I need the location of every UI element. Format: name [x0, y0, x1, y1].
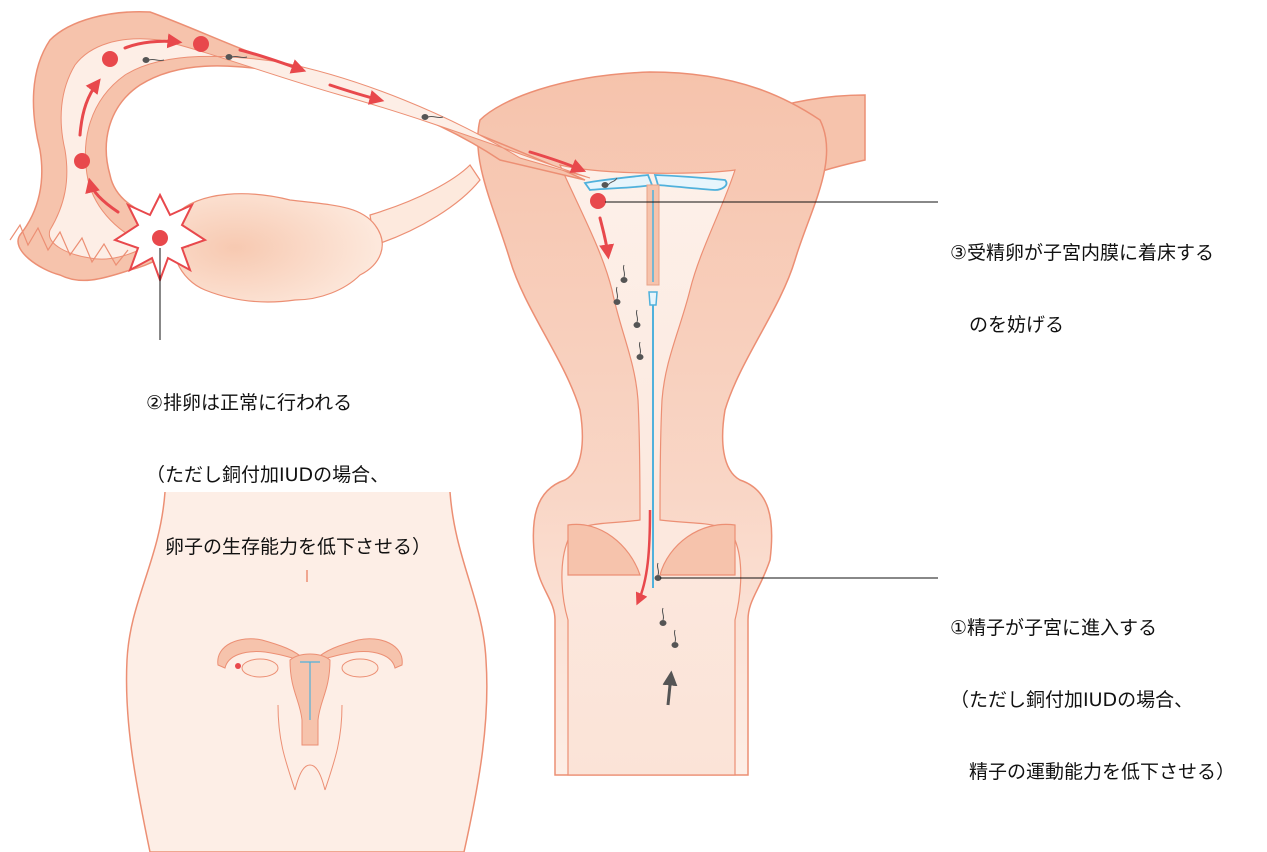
egg-icon: [590, 193, 606, 209]
egg-icon: [152, 230, 168, 246]
callout-sperm-entry: ①精子が子宮に進入する （ただし銅付加IUDの場合、 精子の運動能力を低下させる…: [950, 568, 1235, 808]
egg-icon: [193, 36, 209, 52]
ovary: [172, 194, 382, 302]
callout-implantation-line2: のを妨げる: [950, 313, 1214, 337]
callout-sperm-entry-line3: 精子の運動能力を低下させる）: [950, 760, 1235, 784]
callout-ovulation-line1: ②排卵は正常に行われる: [146, 391, 431, 415]
left-adnexa: [10, 12, 590, 302]
callout-ovulation-line3: 卵子の生存能力を低下させる）: [146, 535, 431, 559]
callout-sperm-entry-line2: （ただし銅付加IUDの場合、: [950, 688, 1235, 712]
callout-sperm-entry-line1: ①精子が子宮に進入する: [950, 616, 1235, 640]
callout-implantation: ③受精卵が子宮内膜に着床する のを妨げる: [950, 193, 1214, 361]
callout-implantation-line1: ③受精卵が子宮内膜に着床する: [950, 241, 1214, 265]
egg-icon: [235, 663, 241, 669]
ovarian-ligament: [370, 165, 480, 245]
callout-ovulation: ②排卵は正常に行われる （ただし銅付加IUDの場合、 卵子の生存能力を低下させる…: [146, 343, 431, 583]
egg-icon: [102, 51, 118, 67]
callout-ovulation-line2: （ただし銅付加IUDの場合、: [146, 463, 431, 487]
egg-icon: [74, 153, 90, 169]
